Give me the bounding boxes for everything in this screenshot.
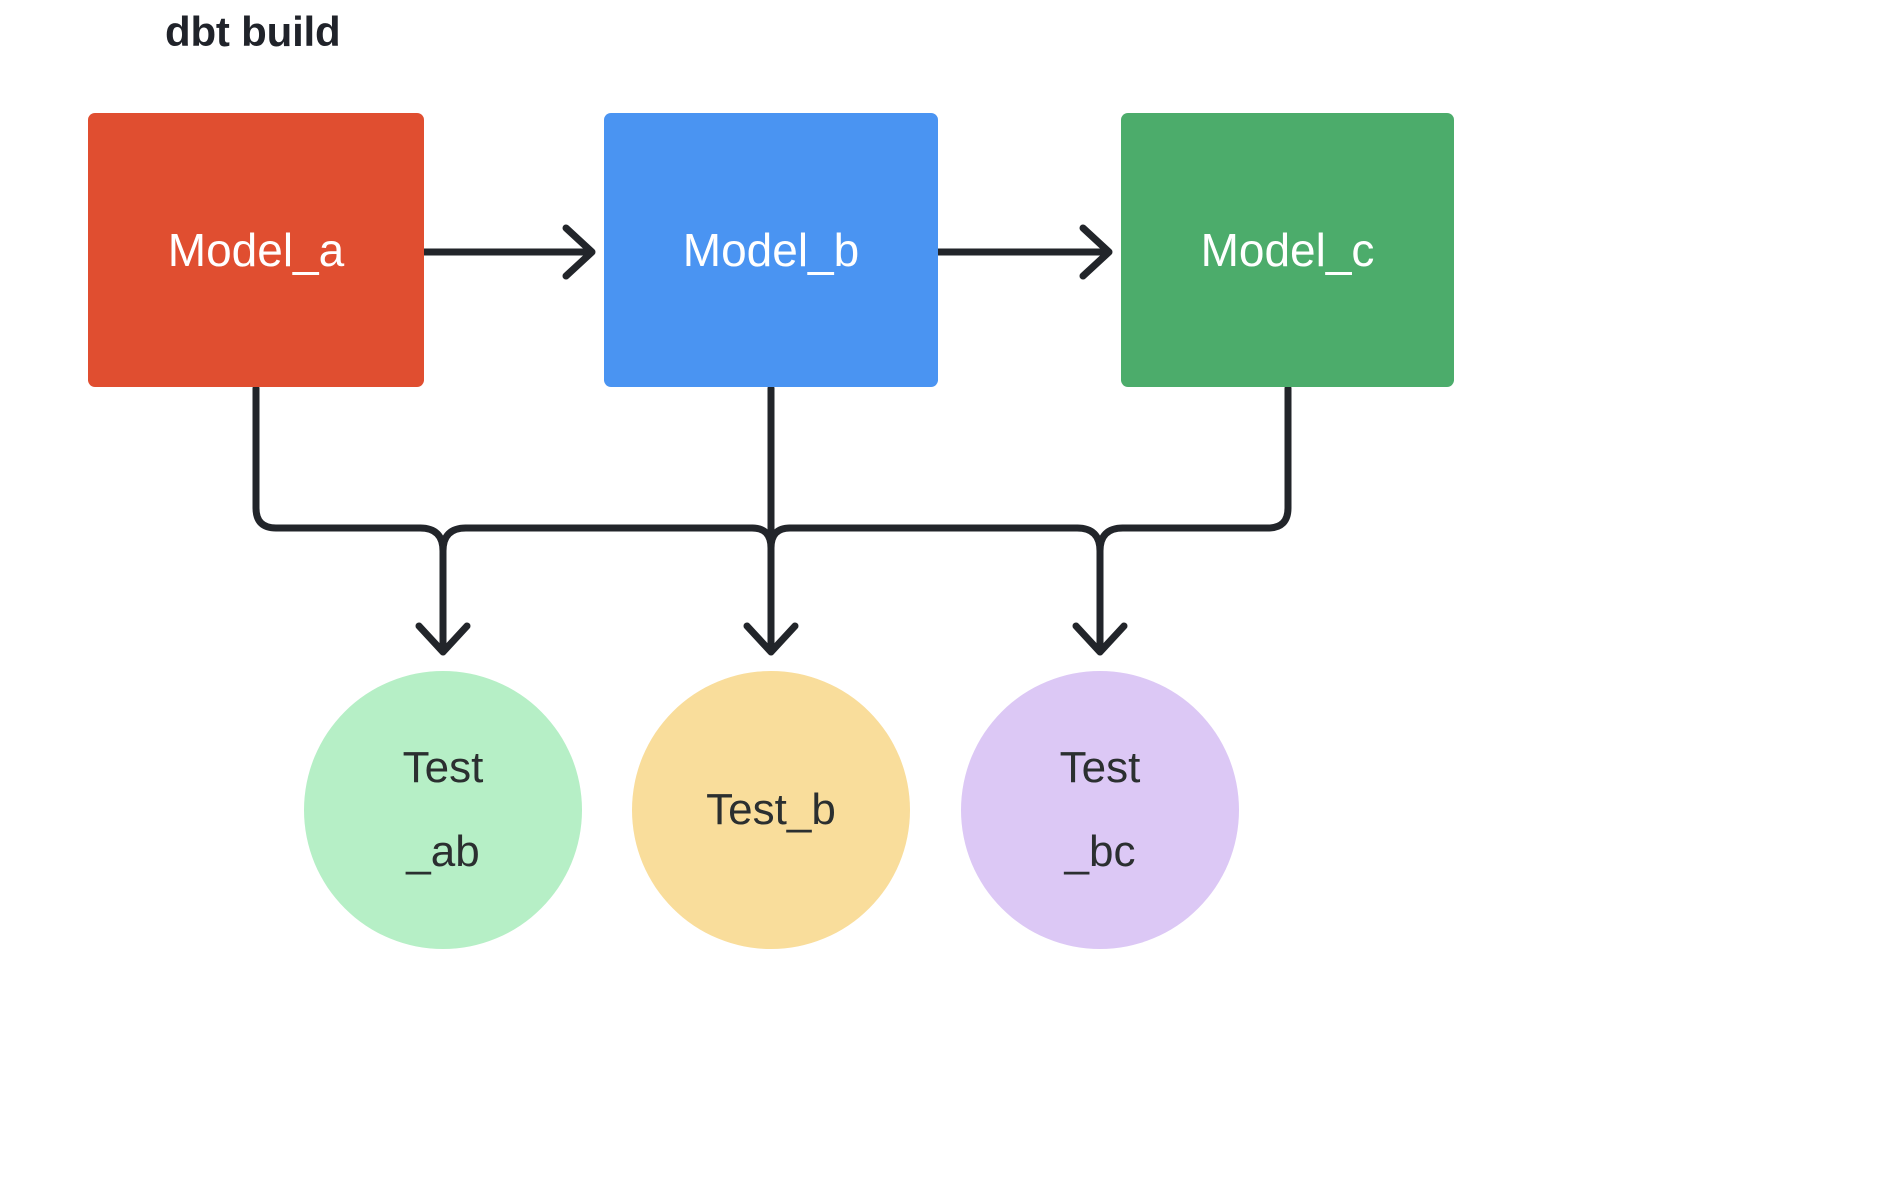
diagram-title: dbt build: [165, 8, 341, 55]
edge-model_b-test_b: [743, 384, 799, 656]
edge-branch-test_bc: [1072, 524, 1128, 656]
node-test-ab[interactable]: Test _ab: [304, 671, 582, 949]
edge-model_a-model_b: [420, 224, 596, 280]
node-model-b[interactable]: Model_b: [604, 113, 938, 387]
edge-model_b-model_c: [934, 224, 1113, 280]
node-model-a[interactable]: Model_a: [88, 113, 424, 387]
node-test-bc-label-line2: _bc: [1064, 827, 1136, 876]
node-model-a-label: Model_a: [167, 224, 345, 276]
node-test-b[interactable]: Test_b: [632, 671, 910, 949]
node-model-b-label: Model_b: [682, 224, 860, 276]
node-test-b-label-line1: Test_b: [706, 784, 836, 834]
node-test-bc-label-line1: Test: [1059, 742, 1141, 792]
edge-branch-test_ab: [415, 524, 471, 656]
edge-model_a-test_ab: [252, 384, 424, 532]
node-test-ab-label-line2: _ab: [406, 827, 480, 876]
node-model-c[interactable]: Model_c: [1121, 113, 1454, 387]
node-test-ab-label-line1: Test: [402, 742, 484, 792]
edge-model_c-test_bc: [1119, 384, 1292, 532]
node-model-c-label: Model_c: [1200, 224, 1375, 276]
node-test-bc[interactable]: Test _bc: [961, 671, 1239, 949]
